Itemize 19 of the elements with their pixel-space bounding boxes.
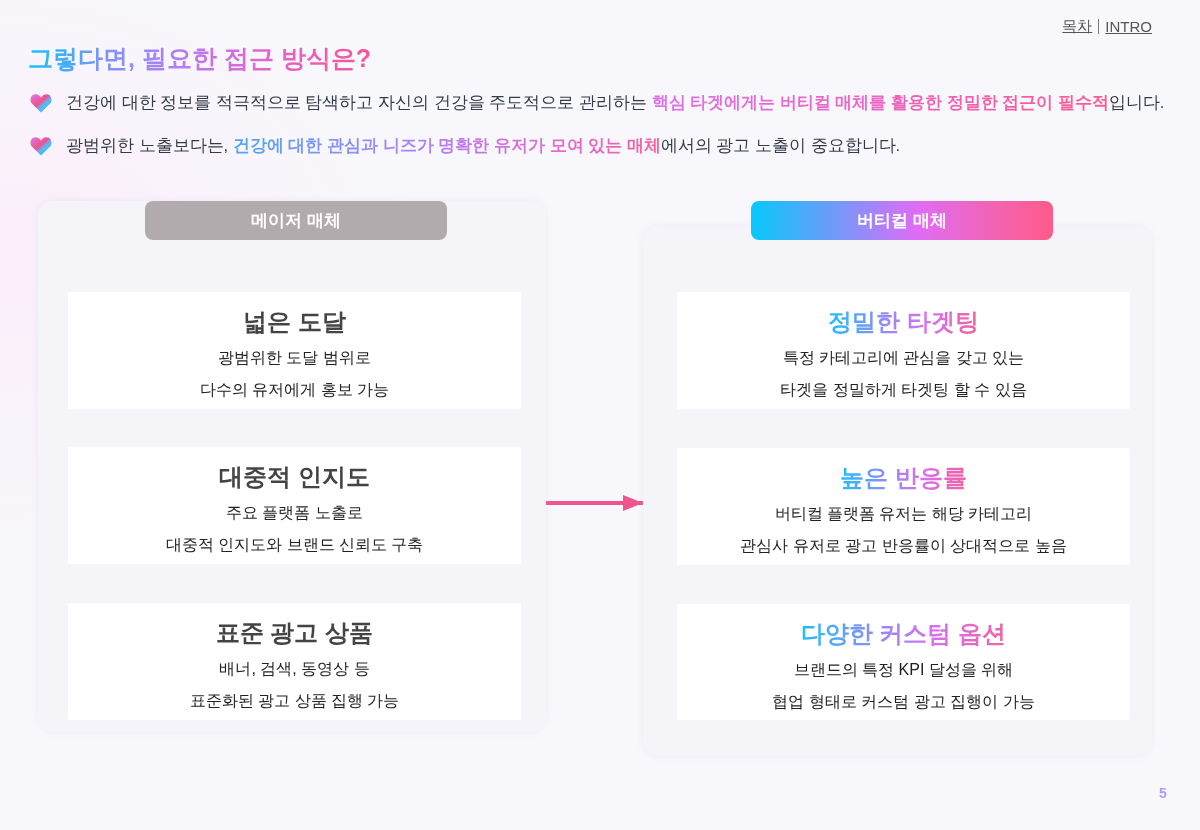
nav-link: 목차 <box>1062 17 1093 36</box>
card-title: 대중적 인지도 <box>219 462 370 492</box>
card-text: 특정 카테고리에 관심을 갖고 있는 타겟을 정밀하게 타겟팅 할 수 있음 <box>780 348 1027 400</box>
card-text: 브랜드의 특정 KPI 달성을 위해 협업 형태로 커스텀 광고 집행이 가능 <box>772 660 1035 712</box>
card-text: 배너, 검색, 동영상 등 표준화된 광고 상품 집행 가능 <box>189 659 400 711</box>
nav-link: INTRO <box>1105 18 1152 35</box>
card-text: 주요 플랫폼 노출로 대중적 인지도와 브랜드 신뢰도 구축 <box>165 503 424 555</box>
bullet-text: 건강에 대한 정보를 적극적으로 탐색하고 자신의 건강을 주도적으로 관리하는 핵심 타겟에게는 버티컬 매체를 활용한 정밀한 접근이 필수적입니다. <box>66 92 1165 114</box>
panel-header: 메이저 매체 <box>145 201 447 240</box>
card-title: 넓은 도달 <box>243 307 346 337</box>
card-text: 버티컬 플랫폼 유저는 해당 카테고리 관심사 유저로 광고 반응률이 상대적으로 높음 <box>740 504 1067 556</box>
panel <box>643 201 1152 756</box>
card-title: 표준 광고 상품 <box>215 618 374 648</box>
bullet-text: 광범위한 노출보다는, 건강에 대한 관심과 니즈가 명확한 유저가 모여 있는 매체에서의 광고 노출이 중요합니다. <box>66 135 901 157</box>
page-number: 5 <box>1159 785 1167 801</box>
panel <box>38 201 546 732</box>
arrow <box>546 495 643 511</box>
panel-header: 버티컬 매체 <box>751 201 1053 240</box>
card-text: 광범위한 도달 범위로 다수의 유저에게 홍보 가능 <box>199 348 390 400</box>
